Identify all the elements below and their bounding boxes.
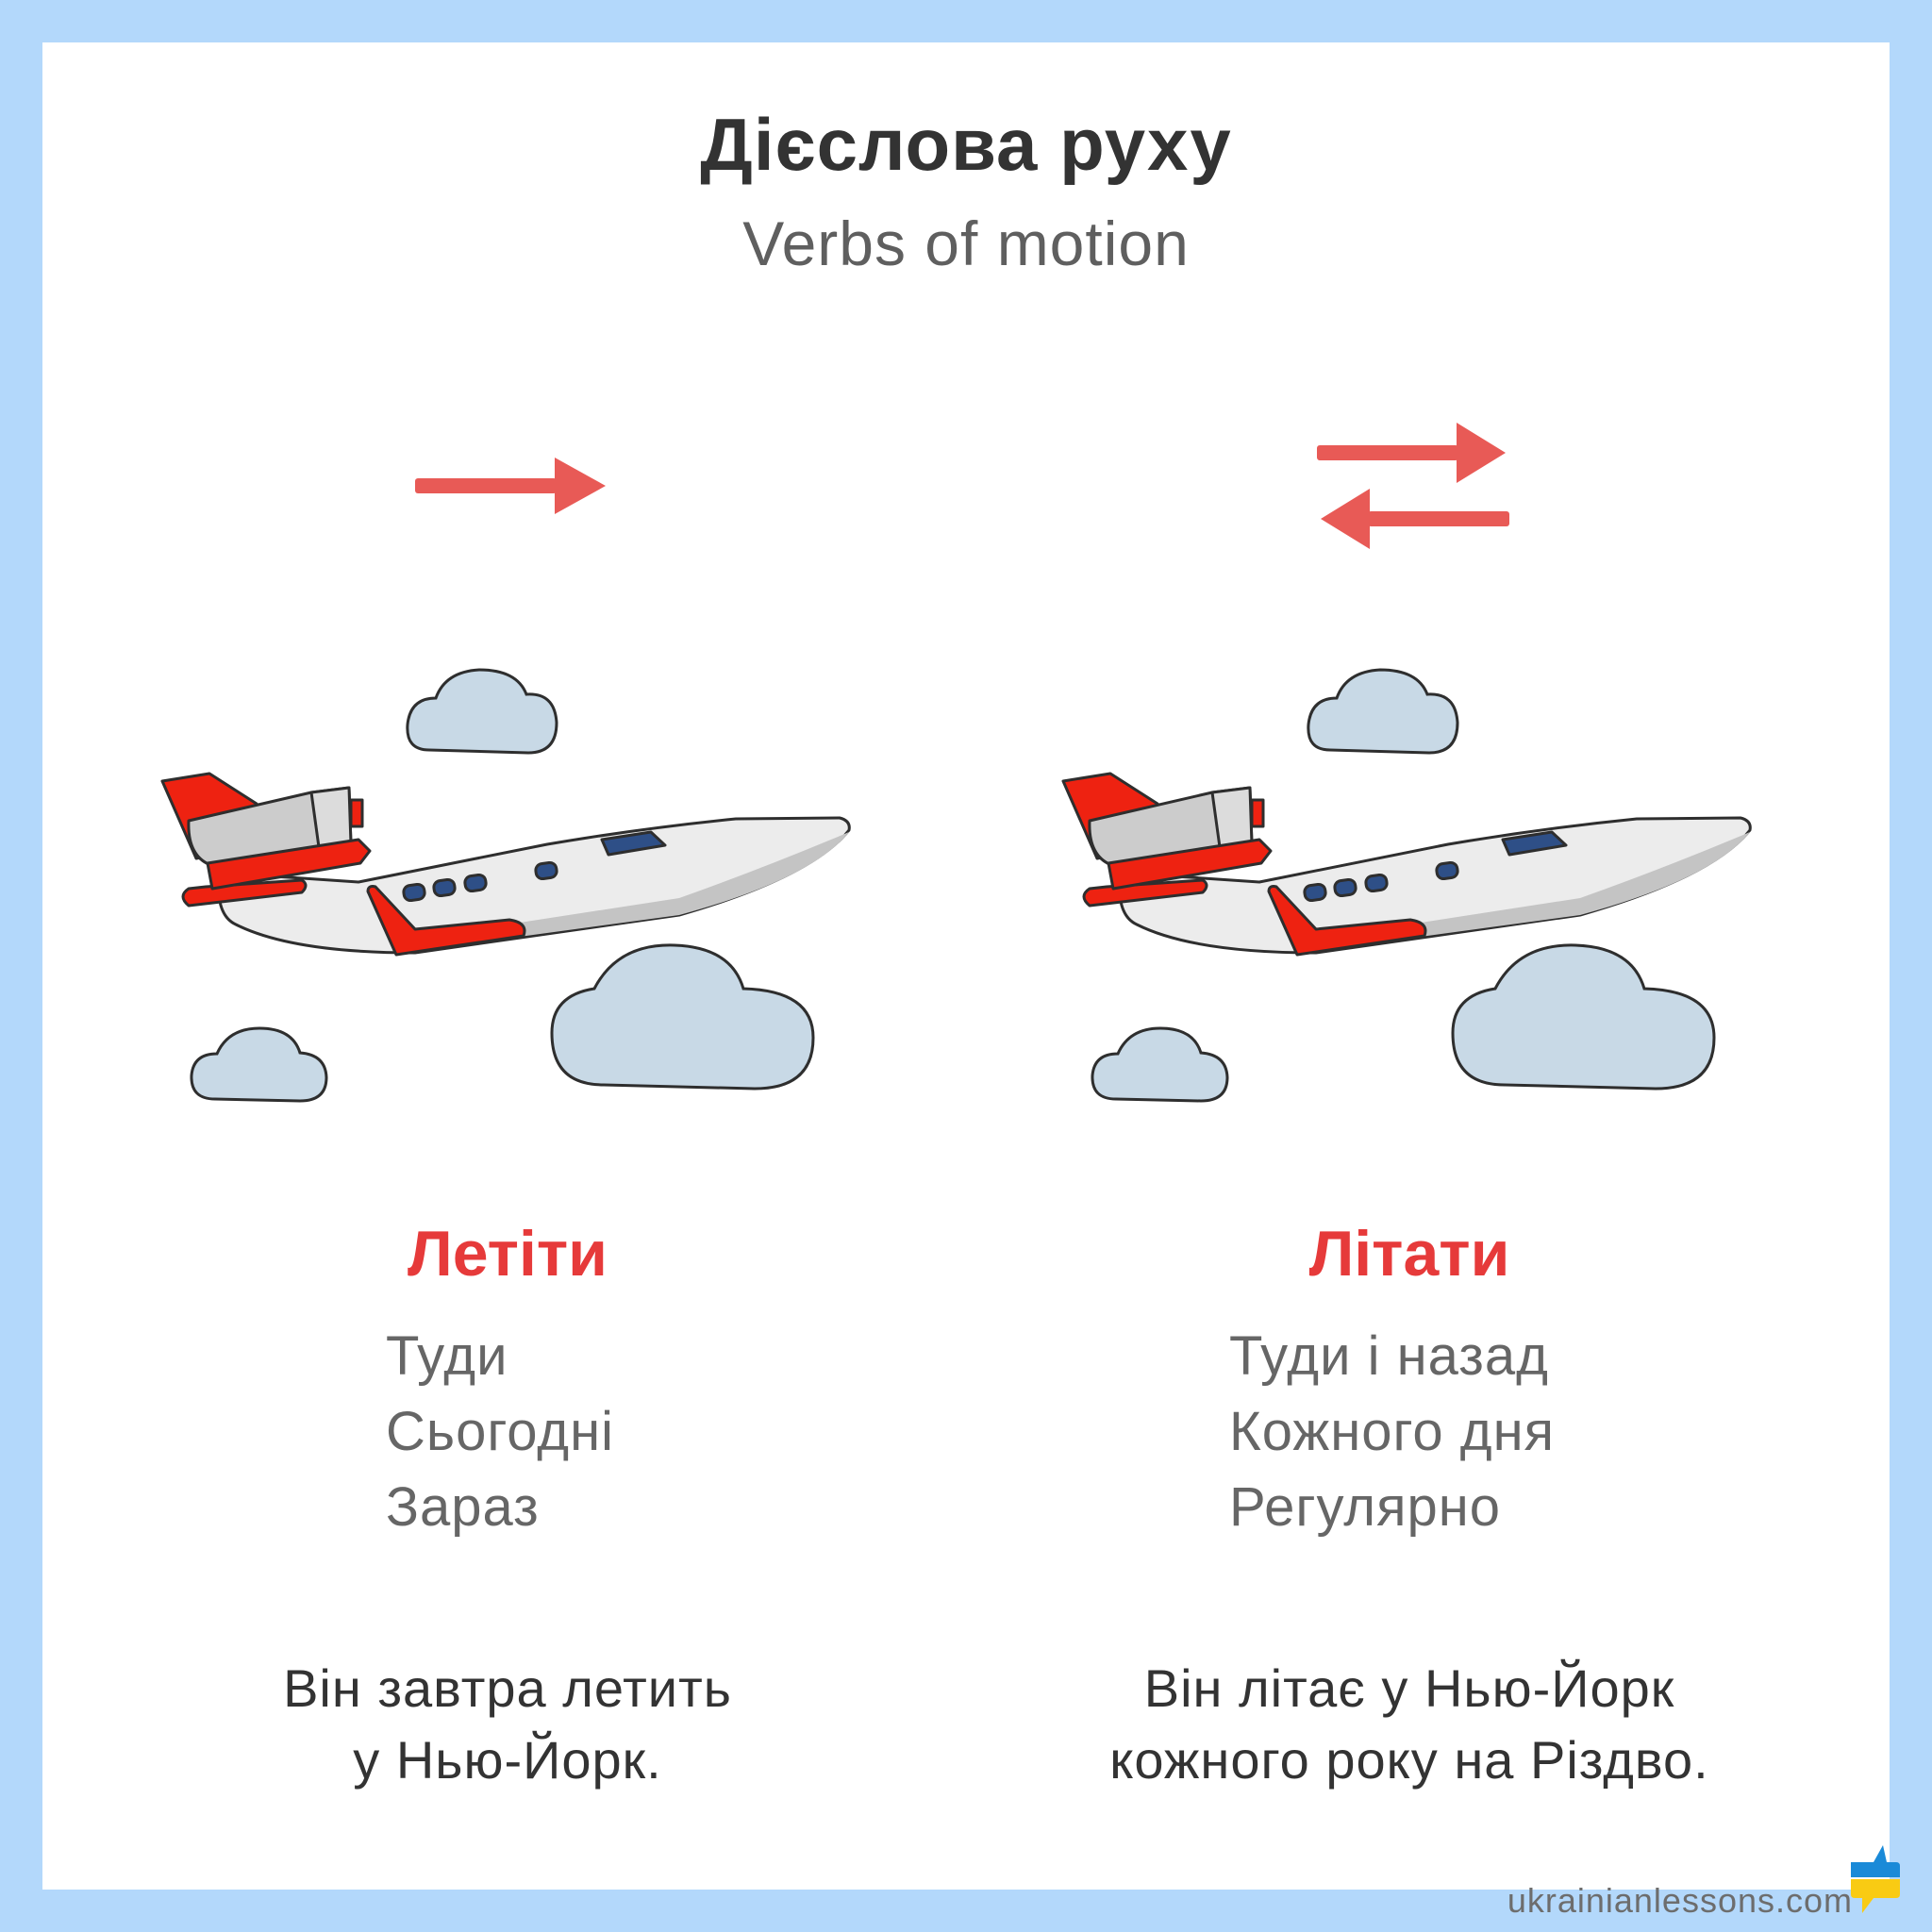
example-sentence: Він завтра летить у Нью-Йорк. [177,1653,838,1796]
example-line: кожного року на Різдво. [1109,1730,1709,1790]
page-subtitle: Verbs of motion [742,208,1190,278]
cloud-icon [190,1026,328,1103]
cloud-icon [1307,668,1459,755]
speech-bubble-logo-icon [1851,1845,1900,1913]
cloud-icon [550,943,815,1091]
usage-word: Кожного дня [1229,1401,1556,1462]
site-link[interactable]: ukrainianlessons.com [1507,1881,1853,1920]
plane-with-clouds-illustration [160,668,851,1103]
usage-word-list: Туди Сьогодні Зараз [386,1319,614,1545]
example-sentence: Він літає у Нью-Йорк кожного року на Різ… [985,1653,1834,1796]
airplane-icon [160,772,851,957]
usage-word: Регулярно [1229,1476,1502,1538]
cloud-icon [1451,943,1716,1091]
example-line: у Нью-Йорк. [353,1730,662,1790]
right-arrow-icon [415,458,606,514]
cloud-icon [1091,1026,1229,1103]
cloud-icon [406,668,558,755]
usage-word: Сьогодні [386,1401,614,1462]
usage-word: Зараз [386,1476,540,1538]
usage-word: Туди і назад [1229,1325,1549,1387]
airplane-icon [1061,772,1752,957]
usage-word-list: Туди і назад Кожного дня Регулярно [1229,1319,1555,1545]
usage-word: Туди [386,1325,508,1387]
example-line: Він завтра летить [283,1658,732,1718]
example-line: Він літає у Нью-Йорк [1143,1658,1675,1718]
verb-litaty: Літати [1308,1218,1510,1290]
verb-letity: Летіти [408,1218,608,1290]
plane-with-clouds-illustration [1061,668,1752,1103]
two-way-arrows-icon [1317,423,1509,549]
page-title: Дієслова руху [700,103,1232,186]
